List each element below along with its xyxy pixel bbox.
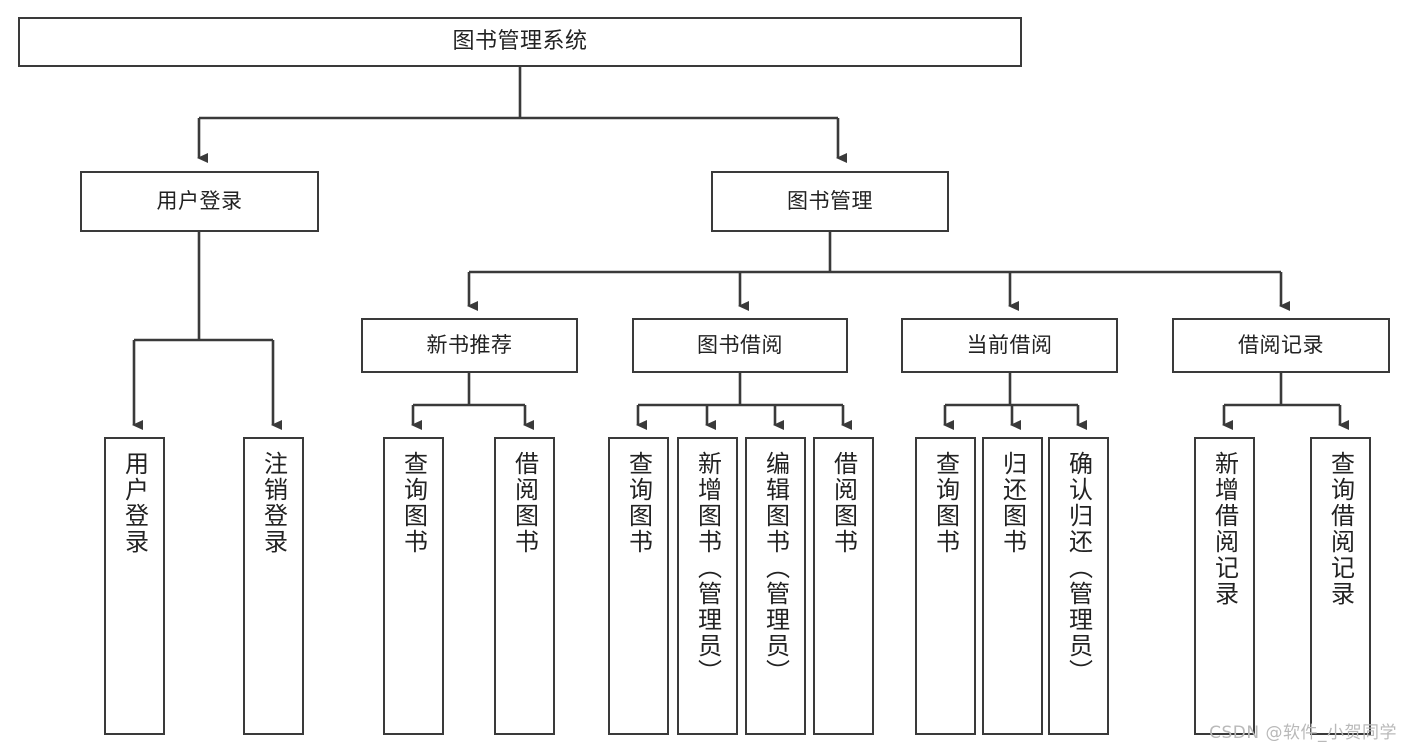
node-label: 用户登录 <box>120 451 149 555</box>
node-leaf-return-book[interactable]: 归还图书 <box>982 437 1043 735</box>
node-leaf-user-login[interactable]: 用户登录 <box>104 437 165 735</box>
node-label: 查询图书 <box>624 451 653 555</box>
node-label: 新增图书（管理员） <box>693 451 722 685</box>
node-label: 确认归还（管理员） <box>1064 451 1093 685</box>
node-label: 借阅记录 <box>1238 333 1324 358</box>
node-label: 归还图书 <box>998 451 1027 555</box>
node-leaf-edit-book[interactable]: 编辑图书（管理员） <box>745 437 806 735</box>
node-label: 图书借阅 <box>697 333 783 358</box>
node-leaf-add-borrow-record[interactable]: 新增借阅记录 <box>1194 437 1255 735</box>
node-user-login[interactable]: 用户登录 <box>80 171 319 232</box>
node-new-book-recommend[interactable]: 新书推荐 <box>361 318 578 373</box>
node-label: 查询图书 <box>931 451 960 555</box>
node-label: 注销登录 <box>259 451 288 555</box>
node-borrow-record[interactable]: 借阅记录 <box>1172 318 1390 373</box>
node-leaf-add-book[interactable]: 新增图书（管理员） <box>677 437 738 735</box>
node-label: 编辑图书（管理员） <box>761 451 790 685</box>
node-leaf-borrow-book[interactable]: 借阅图书 <box>813 437 874 735</box>
node-label: 当前借阅 <box>966 333 1053 358</box>
node-label: 用户登录 <box>156 189 243 214</box>
node-label: 新书推荐 <box>426 333 513 358</box>
node-current-borrow[interactable]: 当前借阅 <box>901 318 1118 373</box>
node-label: 图书管理系统 <box>452 29 588 55</box>
node-label: 图书管理 <box>787 189 873 214</box>
node-label: 查询图书 <box>399 451 428 555</box>
node-label: 查询借阅记录 <box>1326 451 1355 607</box>
node-root-system[interactable]: 图书管理系统 <box>18 17 1022 67</box>
node-label: 借阅图书 <box>510 451 539 555</box>
node-leaf-query-book-recommend[interactable]: 查询图书 <box>383 437 444 735</box>
node-leaf-confirm-return[interactable]: 确认归还（管理员） <box>1048 437 1109 735</box>
node-label: 借阅图书 <box>829 451 858 555</box>
csdn-watermark: CSDN @软件_小贺同学 <box>1209 723 1397 743</box>
node-leaf-query-book-borrow[interactable]: 查询图书 <box>608 437 669 735</box>
node-leaf-logout-login[interactable]: 注销登录 <box>243 437 304 735</box>
node-book-borrow[interactable]: 图书借阅 <box>632 318 848 373</box>
node-leaf-query-borrow-record[interactable]: 查询借阅记录 <box>1310 437 1371 735</box>
node-leaf-query-book-current[interactable]: 查询图书 <box>915 437 976 735</box>
node-label: 新增借阅记录 <box>1210 451 1239 607</box>
node-leaf-borrow-book-recommend[interactable]: 借阅图书 <box>494 437 555 735</box>
node-book-management[interactable]: 图书管理 <box>711 171 949 232</box>
